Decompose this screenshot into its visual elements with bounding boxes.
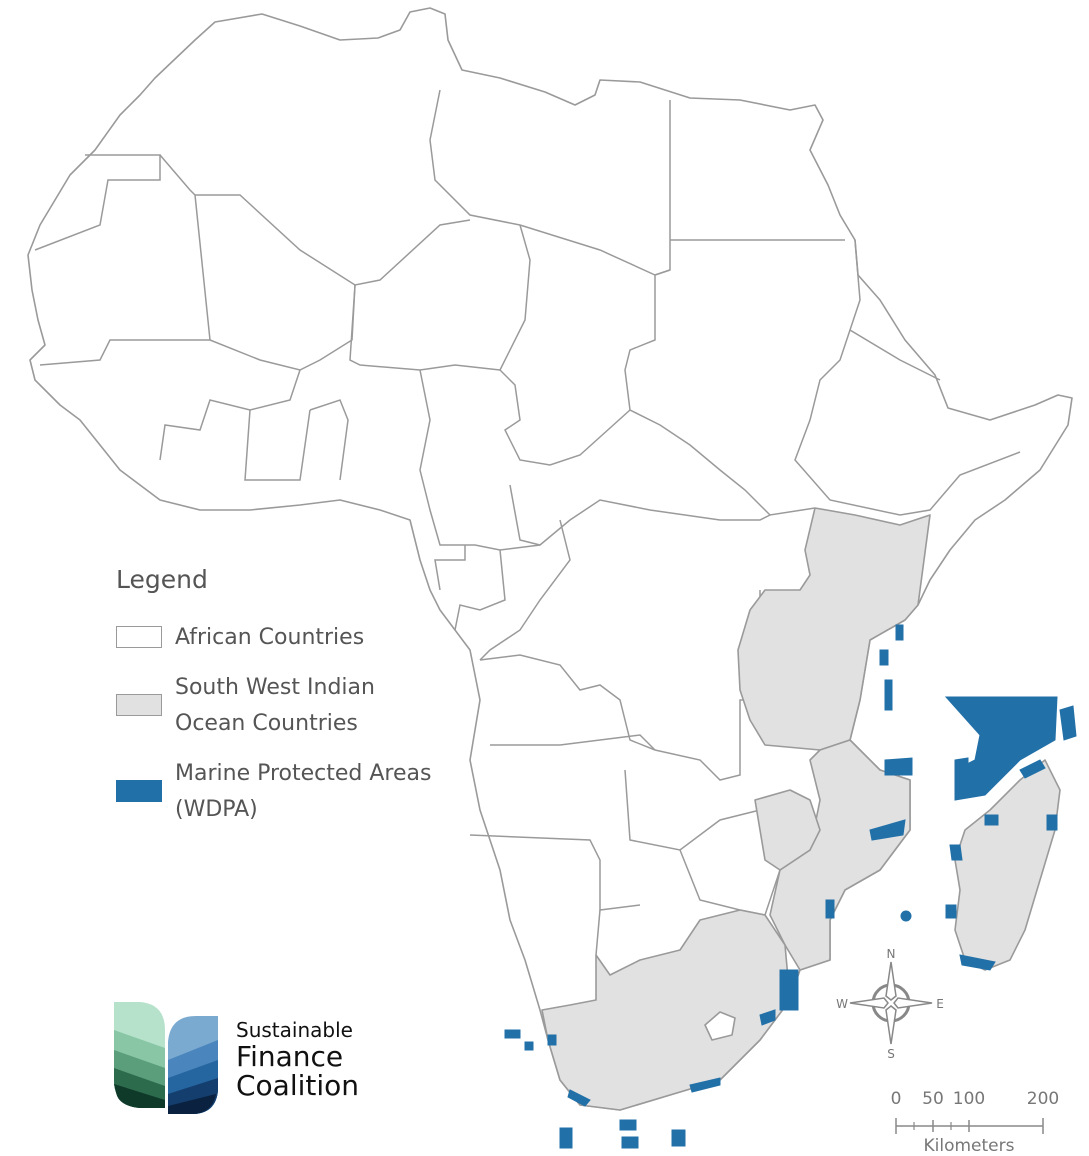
legend-item-african-countries: African Countries bbox=[116, 620, 465, 656]
sfc-logo-text: Sustainable Finance Coalition bbox=[236, 1020, 359, 1100]
legend-label-african-countries: African Countries bbox=[175, 625, 365, 650]
legend: Legend African Countries South West Indi… bbox=[116, 565, 465, 842]
legend-label-mpa-line2: (WDPA) bbox=[175, 797, 258, 822]
compass-rose: N S W E bbox=[836, 947, 944, 1061]
legend-item-swio-countries: South West Indian Ocean Countries bbox=[116, 670, 465, 742]
compass-e-label: E bbox=[936, 997, 944, 1011]
legend-swatch-swio-countries bbox=[116, 694, 162, 716]
legend-swatch-african-countries bbox=[116, 626, 162, 648]
malawi-zambia-region bbox=[754, 789, 821, 871]
south-africa bbox=[541, 909, 791, 1111]
logo-line-2: Finance bbox=[236, 1040, 344, 1073]
legend-label-mpa: Marine Protected Areas (WDPA) bbox=[175, 756, 465, 828]
scale-tick-200: 200 bbox=[1027, 1089, 1059, 1109]
legend-label-swio-countries: South West Indian Ocean Countries bbox=[175, 670, 465, 742]
compass-n-label: N bbox=[887, 947, 896, 961]
lesotho bbox=[704, 1011, 736, 1041]
scale-bar: 0 50 100 200 Kilometers bbox=[891, 1089, 1060, 1156]
country-borders bbox=[34, 89, 1021, 956]
legend-item-mpa: Marine Protected Areas (WDPA) bbox=[116, 756, 465, 828]
scale-tick-100: 100 bbox=[953, 1089, 985, 1109]
scale-tick-0: 0 bbox=[891, 1089, 902, 1109]
legend-label-swio-line1: South West Indian bbox=[175, 675, 375, 700]
sfc-logo-mark bbox=[114, 1002, 218, 1114]
legend-title: Legend bbox=[116, 565, 208, 594]
compass-s-label: S bbox=[887, 1047, 895, 1061]
logo-line-3: Coalition bbox=[236, 1069, 360, 1102]
scale-unit: Kilometers bbox=[924, 1136, 1015, 1156]
scale-tick-50: 50 bbox=[922, 1089, 944, 1109]
logo-line-1: Sustainable bbox=[236, 1018, 353, 1042]
legend-swatch-mpa bbox=[116, 780, 162, 802]
legend-label-swio-line2: Ocean Countries bbox=[175, 711, 358, 736]
marine-protected-areas bbox=[504, 624, 1077, 1149]
compass-w-label: W bbox=[836, 997, 848, 1011]
legend-label-mpa-line1: Marine Protected Areas bbox=[175, 761, 432, 786]
kenya-tanzania-region bbox=[737, 507, 931, 751]
